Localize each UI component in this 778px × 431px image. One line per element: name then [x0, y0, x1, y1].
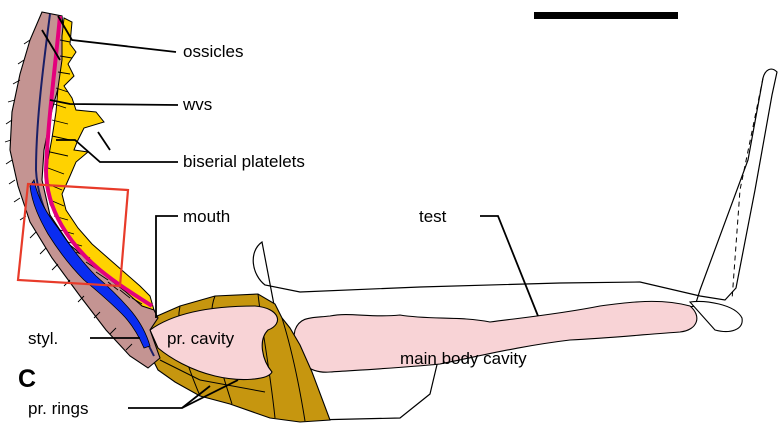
label-pr-cavity: pr. cavity [167, 329, 235, 348]
label-biserial-platelets: biserial platelets [183, 152, 305, 171]
label-main-body-cavity: main body cavity [400, 349, 527, 368]
label-styl: styl. [28, 329, 58, 348]
label-test: test [419, 207, 447, 226]
label-pr-rings: pr. rings [28, 399, 88, 418]
test-terminal-lobe [690, 302, 742, 332]
label-wvs: wvs [182, 95, 212, 114]
label-mouth: mouth [183, 207, 230, 226]
panel-letter: C [18, 365, 36, 393]
scale-bar [534, 12, 678, 19]
label-ossicles: ossicles [183, 42, 243, 61]
